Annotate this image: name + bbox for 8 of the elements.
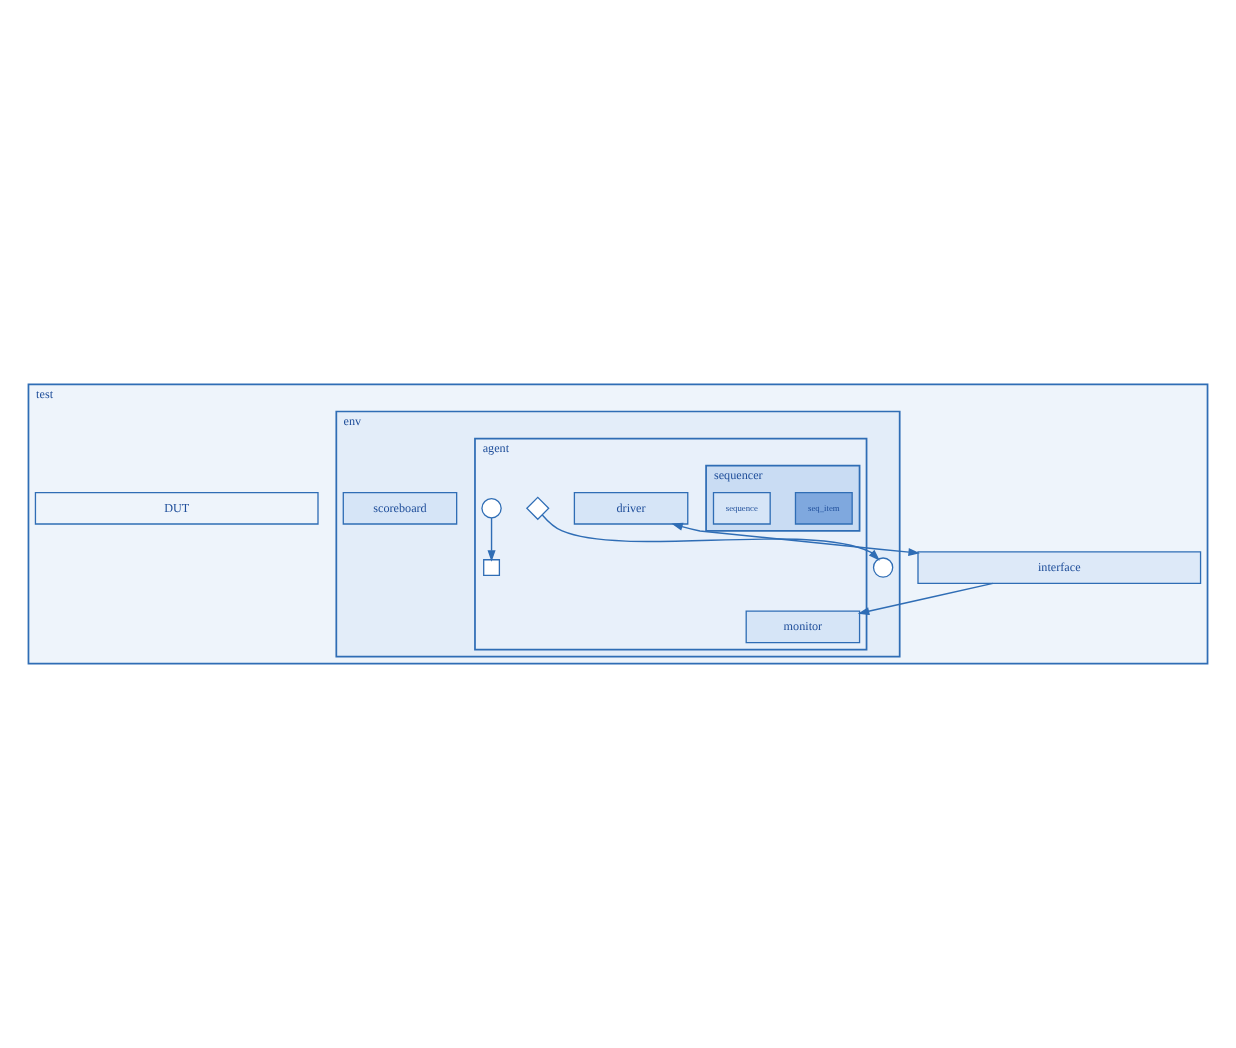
arrow bbox=[487, 517, 496, 562]
node-box bbox=[483, 559, 501, 577]
node-diamond bbox=[525, 496, 550, 521]
arrow bbox=[671, 522, 920, 557]
arrow bbox=[541, 514, 880, 561]
node-circle bbox=[481, 498, 502, 519]
arrow bbox=[857, 582, 994, 616]
node-circle bbox=[872, 557, 894, 578]
